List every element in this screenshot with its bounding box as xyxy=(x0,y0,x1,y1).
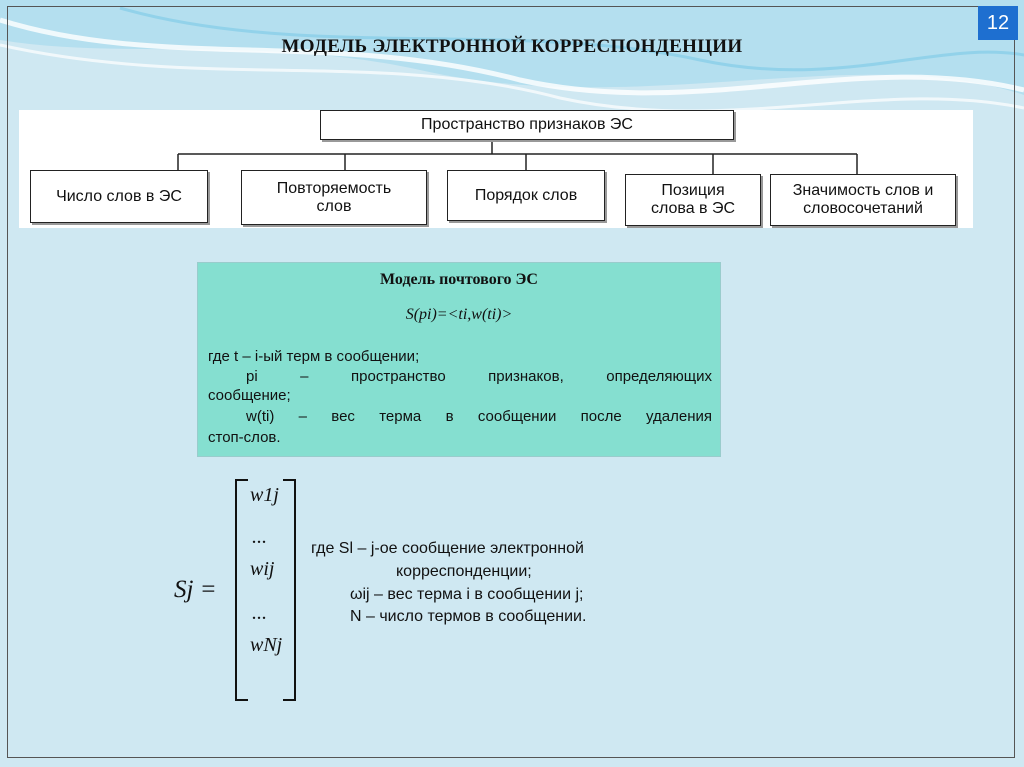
where-line-3: ωij – вес терма i в сообщении j; xyxy=(350,586,584,603)
matrix-entry-dots: ... xyxy=(252,602,267,624)
vector-lhs: Sj = xyxy=(174,576,217,603)
matrix-brackets xyxy=(235,479,296,701)
tree-node-label: Позиция xyxy=(661,182,725,199)
tree-node-label: Число слов в ЭС xyxy=(56,187,182,205)
tree-node-label: Значимость слов и xyxy=(792,182,934,199)
tree-node-label: слов xyxy=(316,197,352,215)
tree-node-word-order: Порядок слов xyxy=(447,170,605,221)
tree-node-word-repetition: Повторяемость слов xyxy=(241,170,427,225)
mail-model-formula: S(pi)=<ti,w(ti)> xyxy=(405,306,513,323)
matrix-entry-w1j: w1j xyxy=(250,484,279,506)
mail-model-title: Модель почтового ЭС xyxy=(380,271,538,288)
slide-number-badge: 12 xyxy=(978,6,1018,40)
slide-frame xyxy=(7,6,1015,758)
matrix-entry-dots: ... xyxy=(252,526,267,548)
model-def-line-2: pi – пространство признаков, определяющи… xyxy=(246,368,712,385)
message-vector-formula: Sj = w1j ... wij ... wNj xyxy=(160,472,360,708)
tree-node-label: словосочетаний xyxy=(803,200,923,217)
tree-root-label: Пространство признаков ЭС xyxy=(421,116,633,133)
model-def-line-3: сообщение; xyxy=(208,387,291,404)
model-def-line-1: где t – i-ый терм в сообщении; xyxy=(208,348,420,365)
tree-root-box: Пространство признаков ЭС xyxy=(320,110,734,140)
model-def-line-4: w(ti) – вес терма в сообщении после удал… xyxy=(246,408,712,425)
tree-node-label: Повторяемость xyxy=(276,179,392,197)
tree-node-label: слова в ЭС xyxy=(650,200,736,217)
tree-node-label: Порядок слов xyxy=(474,186,578,204)
tree-connectors xyxy=(177,138,858,174)
where-line-2: корреспонденции; xyxy=(396,563,532,580)
feature-tree-panel: Пространство признаков ЭС Число слов в Э… xyxy=(19,110,973,228)
slide-title: МОДЕЛЬ ЭЛЕКТРОННОЙ КОРРЕСПОНДЕНЦИИ xyxy=(281,36,743,57)
where-line-1: где Sl – j-ое сообщение электронной xyxy=(311,540,584,557)
tree-node-word-significance: Значимость слов и словосочетаний xyxy=(770,174,956,226)
where-line-4: N – число термов в сообщении. xyxy=(350,608,587,625)
mail-model-box: Модель почтового ЭС S(pi)=<ti,w(ti)> где… xyxy=(197,262,721,457)
matrix-entry-wNj: wNj xyxy=(250,634,283,656)
model-def-line-5: стоп-слов. xyxy=(208,429,281,446)
tree-node-word-count: Число слов в ЭС xyxy=(30,170,208,223)
tree-node-word-position: Позиция слова в ЭС xyxy=(625,174,761,226)
matrix-entry-wij: wij xyxy=(250,558,275,580)
